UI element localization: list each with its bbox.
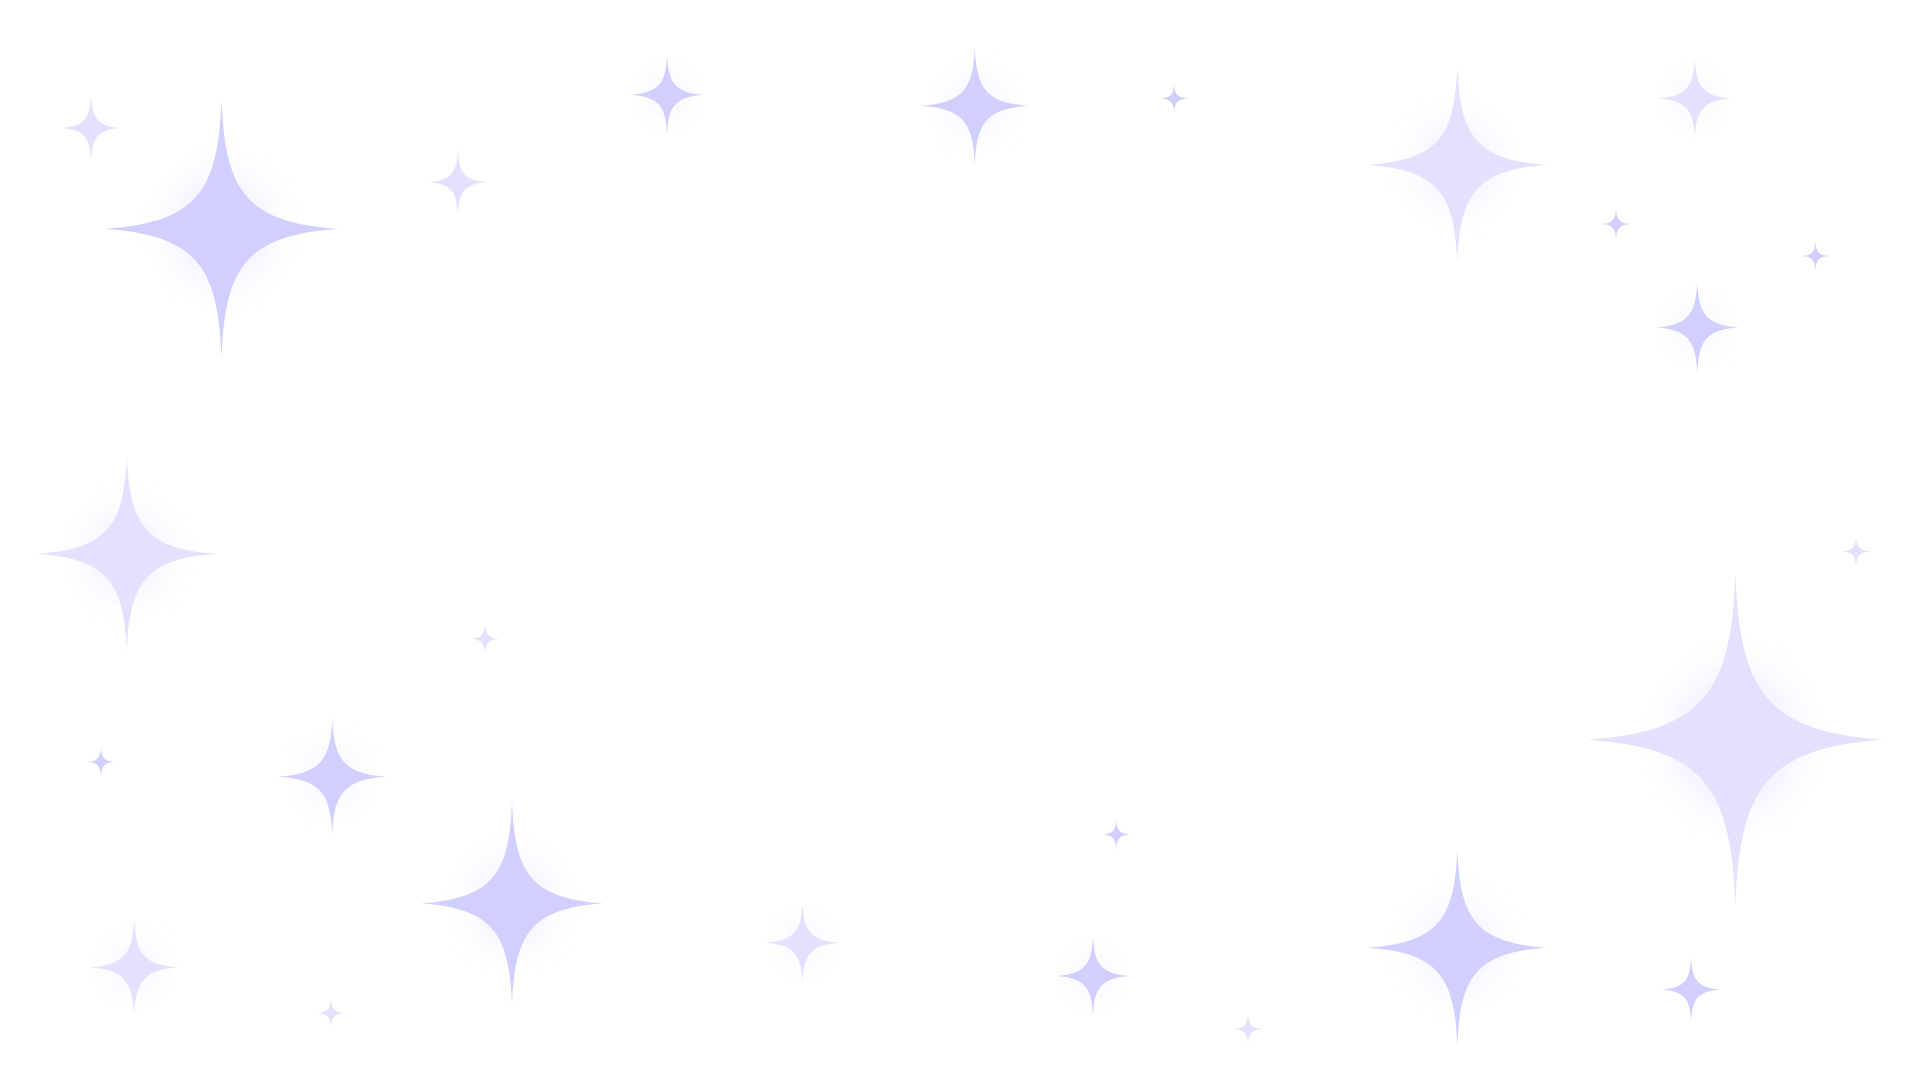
sparkle-icon bbox=[87, 745, 115, 778]
sparkle-shape bbox=[1655, 280, 1740, 375]
sparkle-icon bbox=[278, 717, 387, 836]
sparkle-icon bbox=[470, 622, 500, 655]
sparkle-icon bbox=[1367, 66, 1548, 264]
sparkle-icon bbox=[1233, 1012, 1263, 1045]
sparkle-icon bbox=[1601, 208, 1631, 240]
sparkle-icon bbox=[89, 918, 179, 1017]
sparkle-icon bbox=[1801, 240, 1829, 272]
sparkle-shape bbox=[630, 54, 704, 136]
sparkle-icon bbox=[36, 455, 217, 653]
sparkle-shape bbox=[764, 902, 841, 984]
sparkle-icon bbox=[316, 998, 346, 1028]
sparkle-shape bbox=[1056, 935, 1130, 1017]
sparkle-icon bbox=[1655, 280, 1740, 375]
sparkle-shape bbox=[89, 918, 179, 1017]
sparkle-shape bbox=[36, 455, 217, 653]
sparkle-shape bbox=[1657, 57, 1732, 140]
sparkle-icon bbox=[1587, 573, 1884, 906]
sparkle-shape bbox=[1159, 83, 1189, 114]
sparkle-icon bbox=[1056, 935, 1130, 1017]
sparkle-shape bbox=[1102, 818, 1130, 851]
sparkle-icon bbox=[104, 99, 339, 359]
sparkle-shape bbox=[1367, 66, 1548, 264]
sparkle-shape bbox=[1841, 535, 1871, 568]
sparkle-shape bbox=[1601, 208, 1631, 240]
sparkle-icon bbox=[764, 902, 841, 984]
sparkle-icon bbox=[1661, 956, 1721, 1023]
sparkle-shape bbox=[920, 46, 1029, 165]
sparkle-icon bbox=[1657, 57, 1732, 140]
sparkle-shape bbox=[428, 148, 488, 216]
sparkle-shape bbox=[470, 622, 500, 655]
sparkle-shape bbox=[1367, 849, 1548, 1047]
sparkle-shape bbox=[87, 745, 115, 778]
sparkle-shape bbox=[278, 717, 387, 836]
sparkle-shape bbox=[1801, 240, 1829, 272]
sparkle-icon bbox=[920, 46, 1029, 165]
sparkle-shape bbox=[104, 99, 339, 359]
sparkle-icon bbox=[1102, 818, 1130, 851]
sparkle-shape bbox=[1587, 573, 1884, 906]
sparkle-shape bbox=[1661, 956, 1721, 1023]
sparkle-icon bbox=[1367, 849, 1548, 1047]
sparkle-icon bbox=[1841, 535, 1871, 568]
sparkle-shape bbox=[420, 801, 604, 1006]
sparkle-icon bbox=[428, 148, 488, 216]
sparkle-icon bbox=[1159, 83, 1189, 114]
sparkle-shape bbox=[61, 93, 121, 163]
sparkle-shape bbox=[316, 998, 346, 1028]
sparkle-icon bbox=[420, 801, 604, 1006]
sparkle-shape bbox=[1233, 1012, 1263, 1045]
sparkle-icon bbox=[630, 54, 704, 136]
sparkle-icon bbox=[61, 93, 121, 163]
